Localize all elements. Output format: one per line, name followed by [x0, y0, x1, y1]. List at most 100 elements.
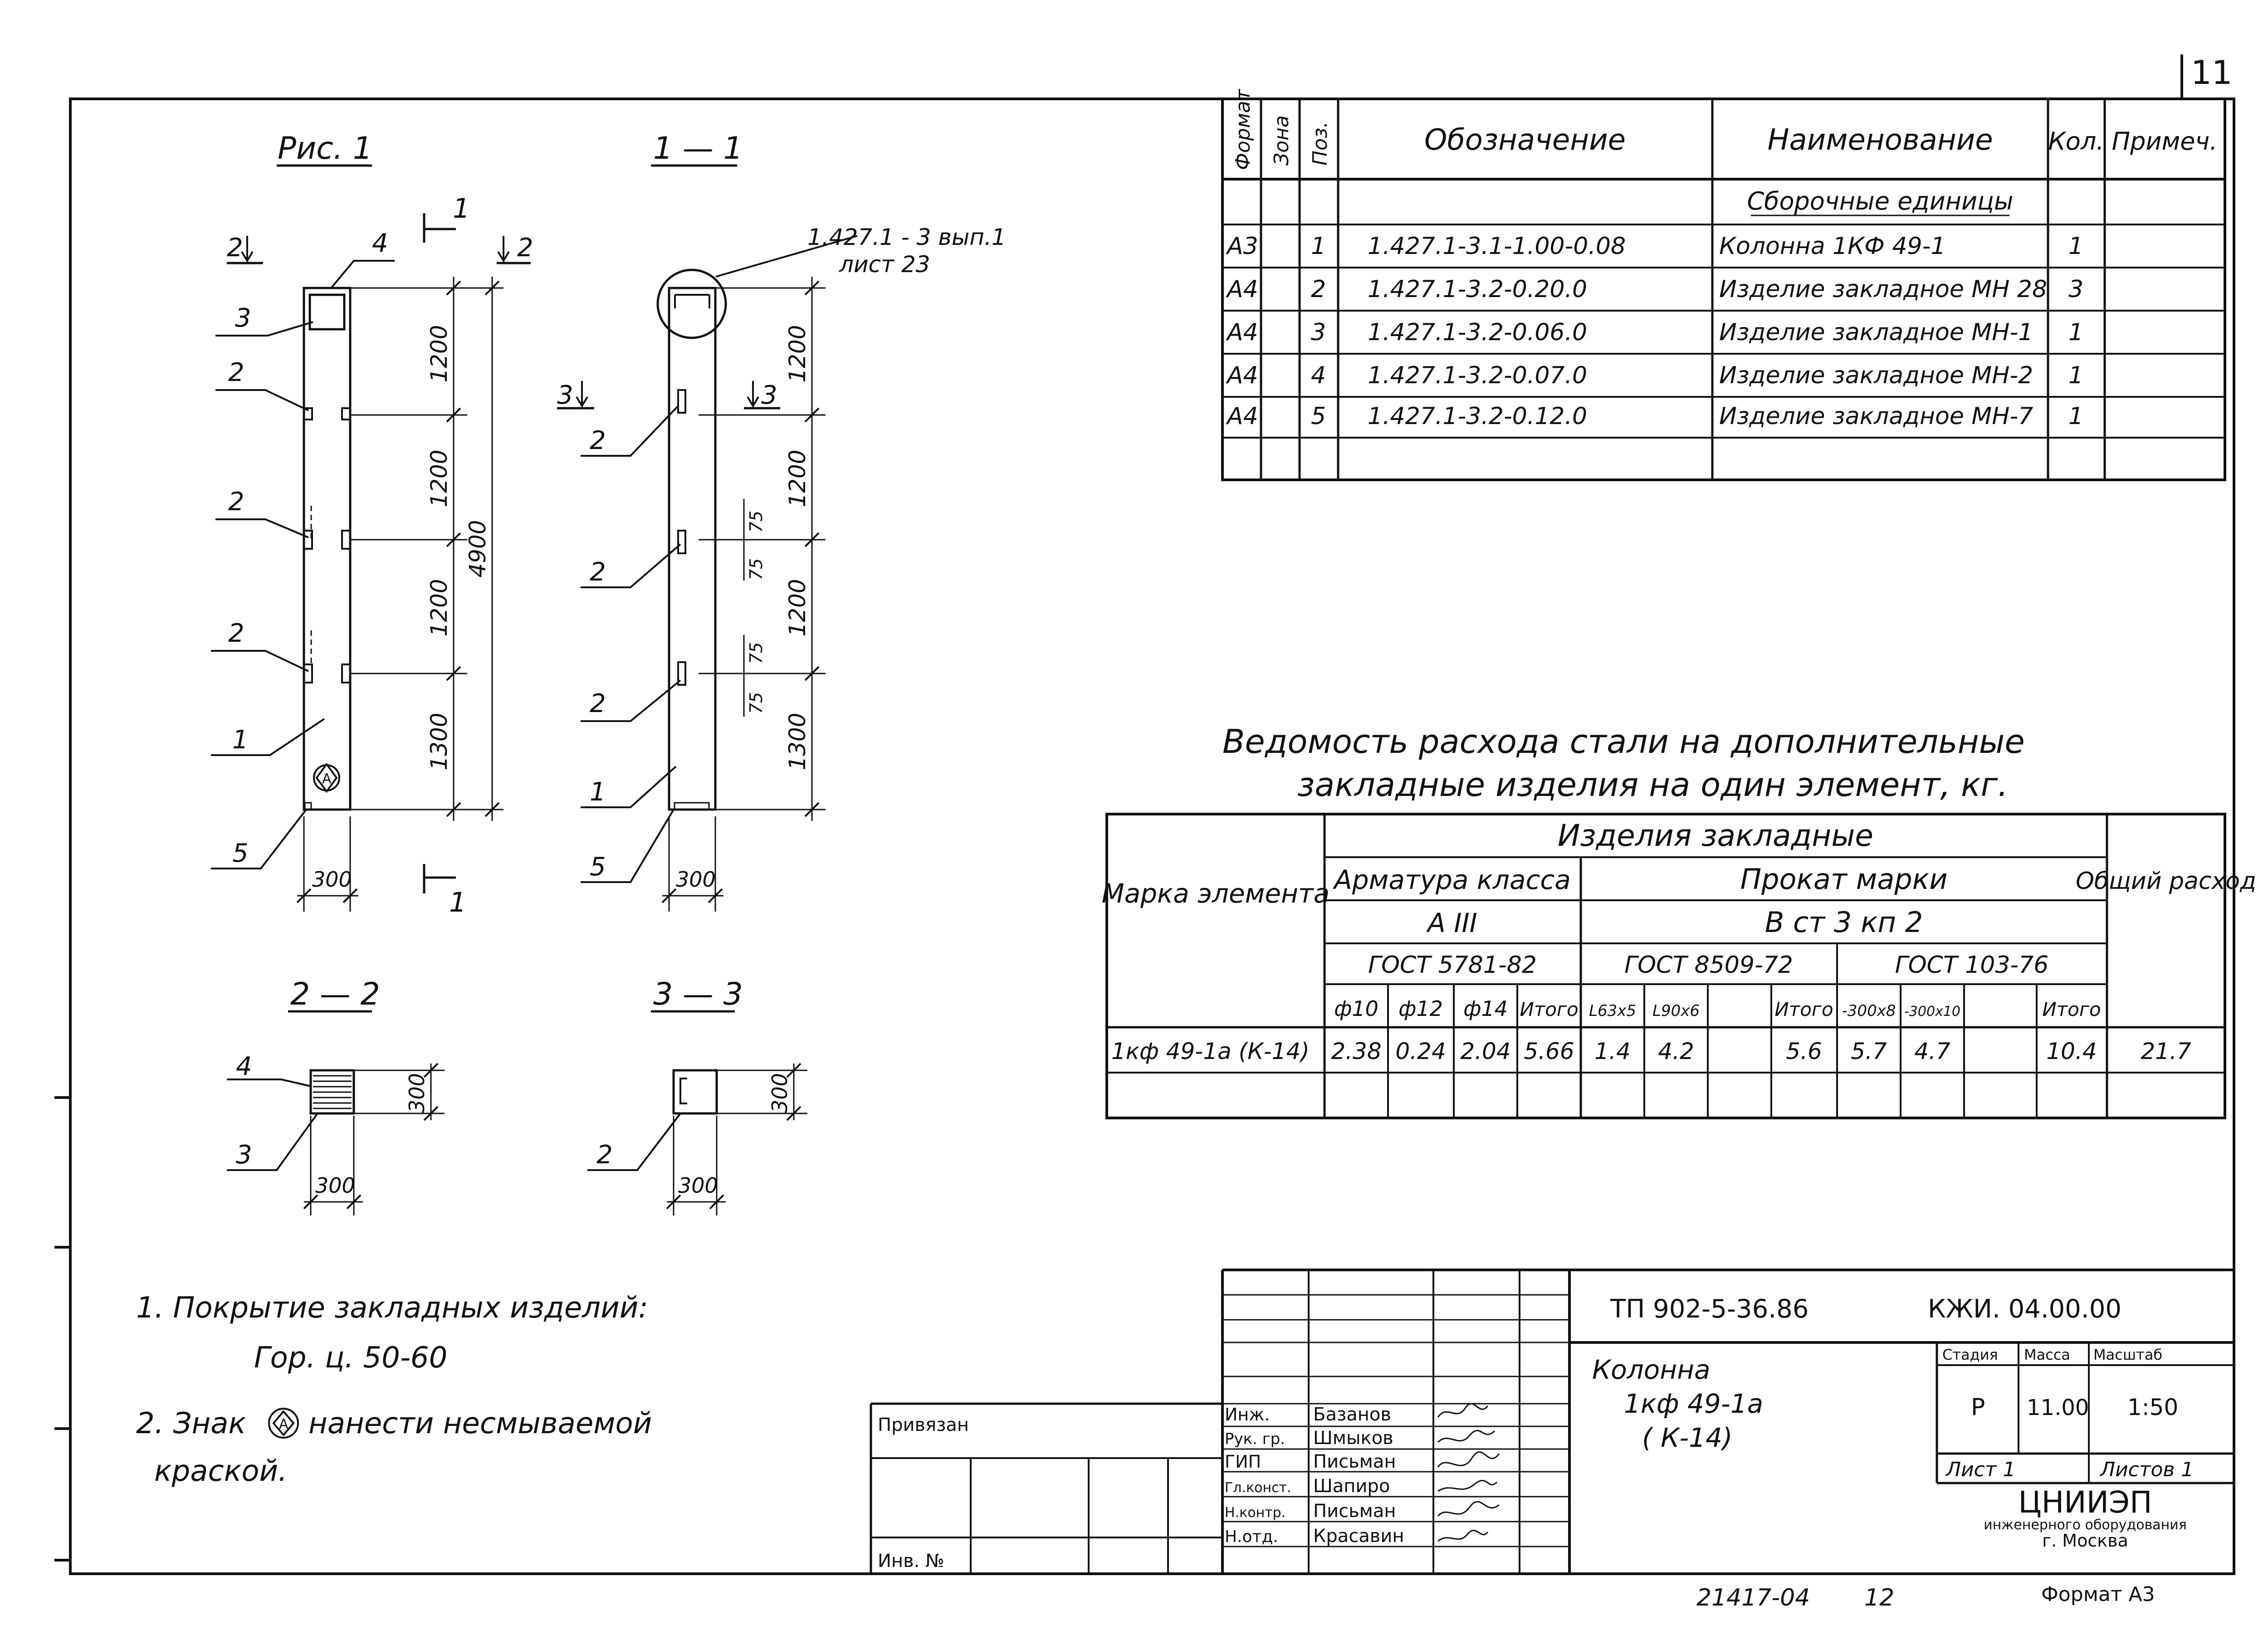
sec2-mark-left: 2 — [227, 233, 243, 263]
spec-section: Сборочные единицы — [1747, 187, 2013, 215]
section-1-1: 1 — 1 1.427.1 - 3 вып.1 лист 23 3 3 2 2 … — [557, 131, 1006, 912]
stamp-stage: Р — [1971, 1394, 1985, 1421]
stamp-title-1: Колонна — [1592, 1354, 1711, 1385]
sec11-callout: 1 — [590, 777, 606, 807]
svg-text:L90x6: L90x6 — [1652, 1002, 1700, 1020]
stamp-name: Письман — [1313, 1501, 1396, 1522]
spec-header-code: Обозначение — [1424, 123, 1626, 157]
svg-text:Колонна 1КФ 49-1: Колонна 1КФ 49-1 — [1719, 233, 1945, 260]
sec33-dim-w: 300 — [678, 1173, 718, 1198]
svg-text:А4: А4 — [1226, 362, 1258, 389]
steel-row-total: 21.7 — [2141, 1038, 2191, 1064]
footer-format: Формат А3 — [2041, 1583, 2155, 1606]
svg-text:10.4: 10.4 — [2046, 1038, 2097, 1064]
steel-consumption-table: Ведомость расхода стали на дополнительны… — [1102, 722, 2256, 1119]
stamp-name: Шмыков — [1313, 1428, 1393, 1449]
svg-text:5.66: 5.66 — [1524, 1038, 1574, 1064]
fig1-dim: 1200 — [426, 449, 452, 507]
steel-h-gost-a: ГОСТ 8509-72 — [1624, 952, 1793, 979]
stamp-scale-header: Масштаб — [2093, 1346, 2162, 1363]
svg-text:2: 2 — [1311, 276, 1326, 303]
svg-text:Изделие закладное МН 28: Изделие закладное МН 28 — [1719, 276, 2047, 303]
note-2-cont: нанести несмываемой — [308, 1407, 652, 1440]
sec11-dim: 1300 — [784, 713, 811, 770]
svg-text:1: 1 — [2068, 403, 2083, 430]
sec11-callout: 2 — [590, 689, 606, 718]
sec11-small-dim: 75 — [746, 558, 766, 580]
sec11-small-dim: 75 — [746, 642, 766, 664]
stamp-org-3: г. Москва — [2042, 1531, 2128, 1551]
sec11-callout: 5 — [590, 852, 606, 882]
svg-text:1.427.1-3.2-0.07.0: 1.427.1-3.2-0.07.0 — [1368, 362, 1587, 389]
section-3-3: 3 — 3 2 300 300 — [587, 976, 807, 1215]
svg-text:1: 1 — [2068, 233, 2083, 260]
fig1-callout: 5 — [232, 839, 249, 868]
stamp-role: Рук. гр. — [1225, 1430, 1285, 1448]
spec-header-name: Наименование — [1767, 123, 1993, 157]
sec11-small-dim: 75 — [746, 692, 766, 714]
table-row: А4 3 1.427.1-3.2-0.06.0 Изделие закладно… — [1226, 319, 2083, 346]
sec11-dim-width: 300 — [676, 867, 716, 892]
fig1-callout: 1 — [232, 725, 249, 755]
sec11-title: 1 — 1 — [653, 131, 743, 166]
spec-header-zone: Зона — [1270, 115, 1293, 166]
stamp-name: Красавин — [1313, 1526, 1404, 1547]
sec33-title: 3 — 3 — [653, 976, 743, 1012]
svg-text:A: A — [279, 1416, 288, 1432]
fig1-callout: 4 — [372, 229, 388, 258]
stamp-privyazan: Привязан — [878, 1415, 969, 1435]
sec11-dim: 1200 — [784, 579, 811, 636]
fig1-dim: 1200 — [426, 325, 452, 382]
steel-h-total: Общий расход — [2076, 868, 2256, 895]
stamp-sheet: Лист 1 — [1945, 1458, 2015, 1481]
svg-text:5.7: 5.7 — [1851, 1038, 1887, 1064]
steel-title-1: Ведомость расхода стали на дополнительны… — [1222, 722, 2025, 761]
sec22-dim-w: 300 — [315, 1173, 355, 1198]
steel-h-rebar-class: А III — [1426, 908, 1477, 938]
svg-text:ф14: ф14 — [1463, 996, 1508, 1021]
table-row: А4 2 1.427.1-3.2-0.20.0 Изделие закладно… — [1226, 276, 2083, 303]
table-row: А4 5 1.427.1-3.2-0.12.0 Изделие закладно… — [1226, 403, 2083, 430]
stamp-title-3: ( К-14) — [1642, 1422, 1733, 1453]
svg-text:1.427.1-3.2-0.12.0: 1.427.1-3.2-0.12.0 — [1368, 403, 1587, 430]
svg-text:4: 4 — [1311, 362, 1326, 389]
stamp-title-2: 1кф 49-1а — [1624, 1388, 1763, 1419]
svg-text:Итого: Итого — [2042, 998, 2101, 1020]
svg-text:1: 1 — [1311, 233, 1326, 260]
sheet-number: 11 — [2191, 54, 2233, 92]
note-1-detail: Гор. ц. 50-60 — [254, 1341, 447, 1375]
svg-text:А3: А3 — [1226, 233, 1258, 260]
stamp-doc-code: КЖИ. 04.00.00 — [1928, 1294, 2121, 1324]
note-2: 2. Знак — [136, 1407, 246, 1440]
steel-h-gost-b: ГОСТ 103-76 — [1895, 952, 2049, 979]
fig1-dim: 1300 — [426, 713, 452, 770]
steel-h-rebar-gost: ГОСТ 5781-82 — [1368, 952, 1537, 979]
svg-text:5.6: 5.6 — [1786, 1038, 1822, 1064]
fig1-callout: 2 — [228, 487, 244, 517]
svg-text:Итого: Итого — [1520, 998, 1578, 1020]
svg-text:1: 1 — [2068, 319, 2083, 346]
table-row: 1кф 49-1а (К-14) 2.38 0.24 2.04 5.66 1.4… — [1111, 1038, 2191, 1064]
steel-h-rolled: Прокат марки — [1740, 863, 1947, 896]
svg-text:-300x8: -300x8 — [1842, 1002, 1896, 1020]
stamp-inv: Инв. № — [878, 1551, 944, 1571]
sec3-mark-right: 3 — [761, 381, 777, 410]
sec22-dim-h: 300 — [405, 1073, 429, 1113]
sec11-ref-sheet: лист 23 — [839, 251, 930, 278]
steel-h-rebar: Арматура класса — [1332, 864, 1571, 895]
fig1-callout: 2 — [228, 358, 244, 387]
steel-h-rolled-grade: В ст 3 кп 2 — [1765, 906, 1923, 939]
sec11-dim: 1200 — [784, 325, 811, 382]
svg-text:1.427.1-3.1-1.00-0.08: 1.427.1-3.1-1.00-0.08 — [1368, 233, 1626, 260]
sec2-mark-right: 2 — [517, 233, 533, 263]
svg-text:3: 3 — [2068, 276, 2083, 303]
steel-h-mark: Марка элемента — [1102, 878, 1330, 909]
fig1-callout: 3 — [235, 303, 251, 333]
svg-text:A: A — [322, 771, 332, 787]
stamp-role: Гл.конст. — [1225, 1480, 1291, 1496]
sec22-callout: 4 — [236, 1052, 252, 1081]
stamp-project: ТП 902-5-36.86 — [1610, 1294, 1809, 1324]
fig1-cut-bottom: 1 — [449, 887, 466, 918]
steel-title-2: закладные изделия на один элемент, кг. — [1297, 766, 2008, 804]
stamp-org-1: ЦНИИЭП — [2018, 1485, 2152, 1520]
